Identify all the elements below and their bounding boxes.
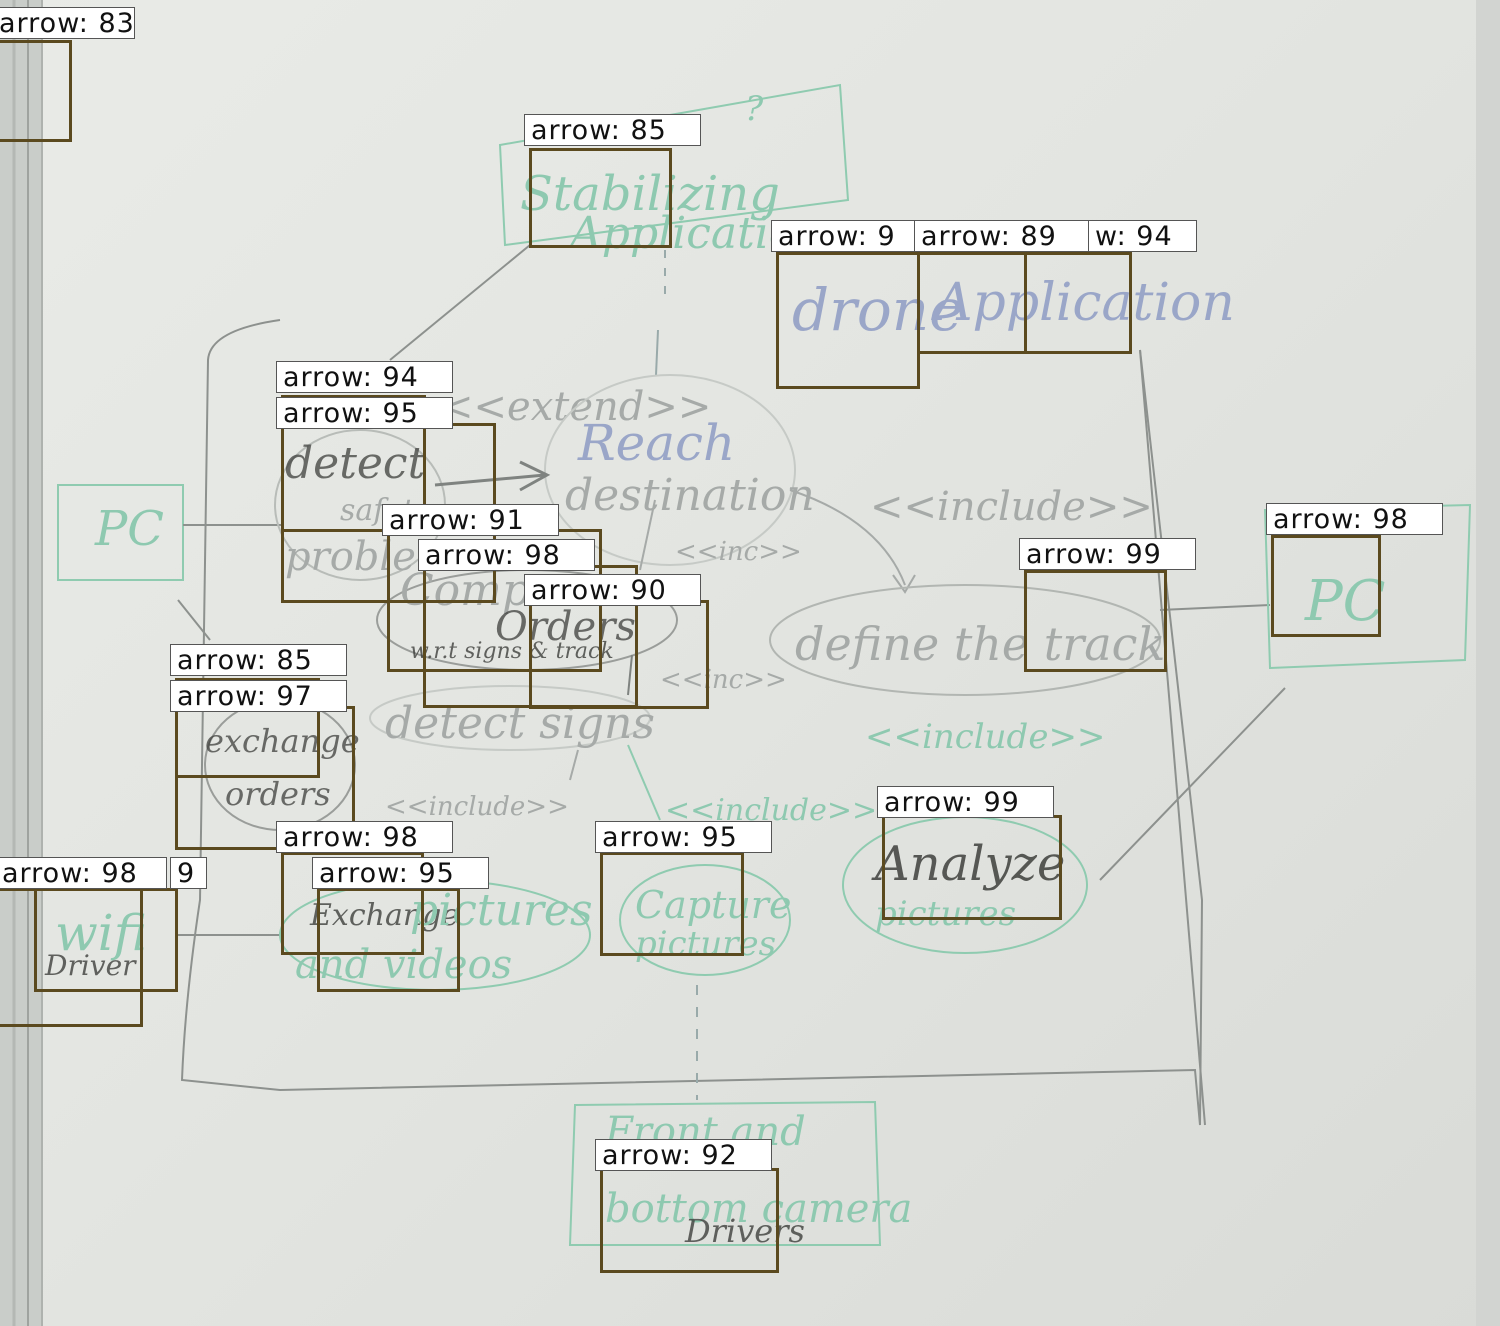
detection-box xyxy=(917,252,1027,354)
detection-box xyxy=(0,40,72,142)
reach-destination-ellipse xyxy=(544,374,796,566)
board-left-frame xyxy=(0,0,42,1326)
detection-box xyxy=(776,252,920,389)
detection-label: arrow: 98 xyxy=(0,857,167,889)
detection-box xyxy=(529,148,672,248)
exchange-2-text: Exchange xyxy=(309,898,459,933)
detection-box xyxy=(529,600,709,709)
stabilizing-application-box xyxy=(498,83,850,247)
detection-label: arrow: 9 xyxy=(771,220,921,252)
detection-box xyxy=(882,815,1062,920)
detection-box xyxy=(281,852,424,955)
exchange-text: exchange xyxy=(205,722,360,760)
detection-box xyxy=(1024,570,1167,672)
pc-left-text: PC xyxy=(94,501,164,557)
detection-box xyxy=(600,1168,779,1273)
detect-signs-ellipse xyxy=(369,685,651,751)
pictures-text: pictures xyxy=(410,885,593,936)
detection-label: 9 xyxy=(170,857,207,889)
pictures-2-text: pictures xyxy=(635,924,776,964)
and-videos-text: and videos xyxy=(295,942,512,988)
drivers-text: Drivers xyxy=(684,1212,805,1250)
detection-label: w: 94 xyxy=(1088,220,1197,252)
detection-label: arrow: 97 xyxy=(170,680,347,712)
wifi-text: wifi xyxy=(55,904,147,962)
detection-label: arrow: 83 xyxy=(0,7,135,39)
camera-drivers-box xyxy=(568,1100,882,1246)
drone-text: drone xyxy=(792,276,963,344)
define-track-ellipse xyxy=(769,584,1161,696)
detection-label: arrow: 95 xyxy=(595,821,772,853)
include-text-2: <<include>> xyxy=(385,792,569,822)
define-track-text: define the track xyxy=(795,617,1165,671)
detection-label: arrow: 90 xyxy=(524,574,701,606)
pc-left-box xyxy=(57,484,184,581)
orders-small-text: orders xyxy=(225,775,331,813)
orders-text: Orders xyxy=(495,604,636,650)
destination-text: destination xyxy=(565,470,815,521)
detection-label: arrow: 91 xyxy=(382,504,559,536)
detection-box xyxy=(600,852,744,956)
include-text-1: <<include>> xyxy=(870,484,1153,530)
inc-text-1: <<inc>> xyxy=(675,537,802,567)
detection-label: arrow: 92 xyxy=(595,1139,772,1171)
detection-label: arrow: 95 xyxy=(276,397,453,429)
application-text: Application xyxy=(931,273,1235,333)
pictures-3-text: pictures xyxy=(875,894,1016,934)
detection-box xyxy=(317,888,460,992)
reach-text: Reach xyxy=(577,414,735,472)
stabilizing-text: Stabilizing xyxy=(520,166,780,222)
detection-label: arrow: 99 xyxy=(1019,538,1196,570)
wrt-text: w.r.t signs & track xyxy=(410,639,614,664)
system-boundary xyxy=(180,319,1204,1126)
analyze-text: Analyze xyxy=(871,836,1065,892)
detection-box xyxy=(1024,252,1132,354)
include-text-4: <<include>> xyxy=(865,717,1105,757)
question-mark: ? xyxy=(745,89,764,129)
inc-text-2: <<inc>> xyxy=(660,665,787,695)
pc-right-text: PC xyxy=(1304,569,1386,634)
detection-label: arrow: 85 xyxy=(170,644,347,676)
capture-text: Capture xyxy=(635,883,791,927)
detection-label: arrow: 95 xyxy=(312,857,489,889)
detection-label: arrow: 98 xyxy=(418,539,595,571)
detection-label: arrow: 89 xyxy=(914,220,1092,252)
detection-label: arrow: 98 xyxy=(276,821,453,853)
board-right-edge xyxy=(1476,0,1500,1326)
capture-pictures-ellipse xyxy=(619,864,791,976)
detection-label: arrow: 98 xyxy=(1266,503,1443,535)
detection-box xyxy=(1271,535,1381,637)
detect-text: detect xyxy=(285,438,426,489)
detection-label: arrow: 99 xyxy=(877,786,1054,818)
detection-label: arrow: 94 xyxy=(276,361,453,393)
detection-box xyxy=(34,888,178,992)
driver-text: Driver xyxy=(44,949,137,982)
detection-label: arrow: 85 xyxy=(524,114,701,146)
bottom-camera-text: bottom camera xyxy=(605,1186,912,1232)
